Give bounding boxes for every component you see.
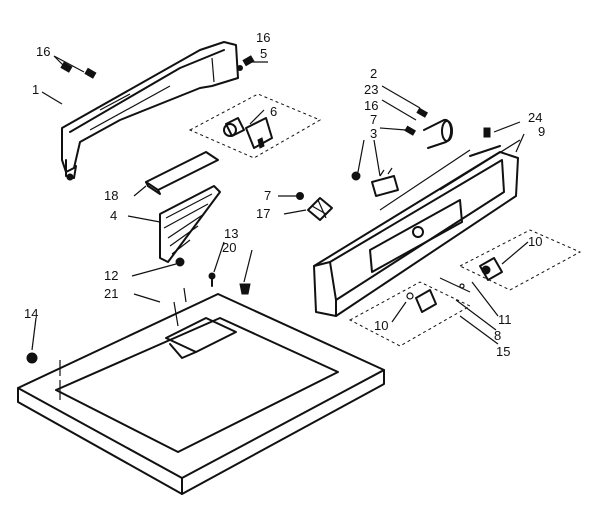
- callout-6: 6: [270, 104, 277, 119]
- callout-10: 10: [374, 318, 388, 333]
- callout-14: 14: [24, 306, 38, 321]
- part-screw-20: [239, 283, 251, 295]
- callout-12: 12: [104, 268, 118, 283]
- callout-1: 1: [32, 82, 39, 97]
- part-top-panel: [17, 287, 385, 495]
- callout-20: 20: [222, 240, 236, 255]
- callout-2: 2: [370, 66, 377, 81]
- part-bracket: [61, 41, 243, 181]
- callout-4: 4: [110, 208, 117, 223]
- callout-17: 17: [256, 206, 270, 221]
- callout-24: 24: [528, 110, 542, 125]
- part-switch: [351, 127, 491, 197]
- part-knob-right-box: [458, 229, 582, 291]
- callout-18: 18: [104, 188, 118, 203]
- part-filter-cover: [145, 151, 219, 195]
- part-lint-filter: [159, 185, 221, 267]
- callout-5: 5: [260, 46, 267, 61]
- callout-16: 16: [36, 44, 50, 59]
- callout-21: 21: [104, 286, 118, 301]
- callout-8: 8: [494, 328, 501, 343]
- part-small-motor: [296, 192, 333, 221]
- callout-9: 9: [538, 124, 545, 139]
- part-bumper-14: [26, 352, 38, 364]
- part-control-panel: [313, 139, 521, 317]
- callout-13: 13: [224, 226, 238, 241]
- part-lamp: [404, 107, 453, 149]
- callouts: 16 1 16 5 6 2 23 16 7 3 24 9 18 4 7 17 1…: [24, 30, 545, 359]
- callout-15: 15: [496, 344, 510, 359]
- part-knob-bottom-box: [348, 277, 472, 347]
- screw-16-left-b: [84, 67, 97, 79]
- callout-7: 7: [264, 188, 271, 203]
- callout-23: 23: [364, 82, 378, 97]
- leader-lines: [31, 55, 529, 351]
- callout-7: 7: [370, 112, 377, 127]
- callout-16: 16: [364, 98, 378, 113]
- part-screw-13: [208, 272, 216, 287]
- callout-16: 16: [256, 30, 270, 45]
- part-timer-box: [188, 93, 322, 159]
- screw-16-top: [242, 55, 255, 67]
- callout-3: 3: [370, 126, 377, 141]
- callout-10: 10: [528, 234, 542, 249]
- callout-11: 11: [498, 312, 512, 327]
